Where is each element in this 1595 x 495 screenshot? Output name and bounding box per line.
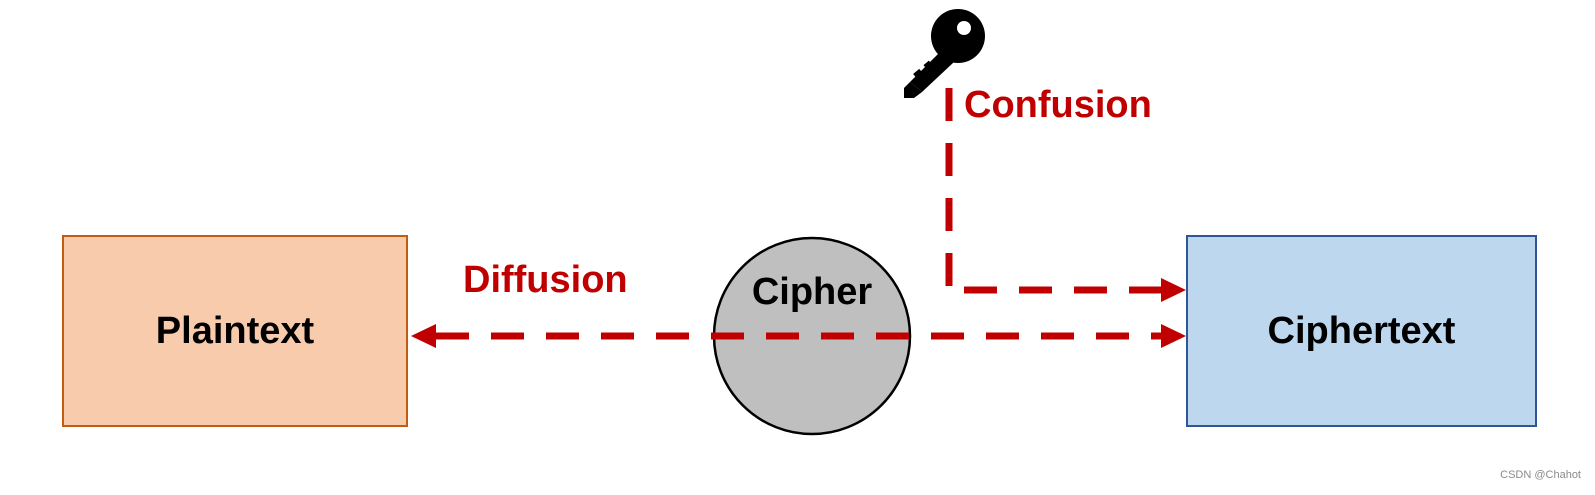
key-icon bbox=[904, 9, 985, 98]
cipher-label: Cipher bbox=[752, 271, 873, 313]
diffusion-arrowhead-left bbox=[411, 324, 436, 348]
watermark: CSDN @Chahot bbox=[1500, 469, 1581, 481]
ciphertext-box: Ciphertext bbox=[1186, 235, 1537, 427]
confusion-arrowhead bbox=[1161, 278, 1186, 302]
ciphertext-label: Ciphertext bbox=[1267, 309, 1456, 352]
diffusion-label: Diffusion bbox=[463, 259, 628, 301]
plaintext-box: Plaintext bbox=[62, 235, 408, 427]
plaintext-label: Plaintext bbox=[155, 309, 315, 352]
diffusion-arrowhead-right bbox=[1161, 324, 1186, 348]
confusion-label: Confusion bbox=[964, 84, 1152, 126]
